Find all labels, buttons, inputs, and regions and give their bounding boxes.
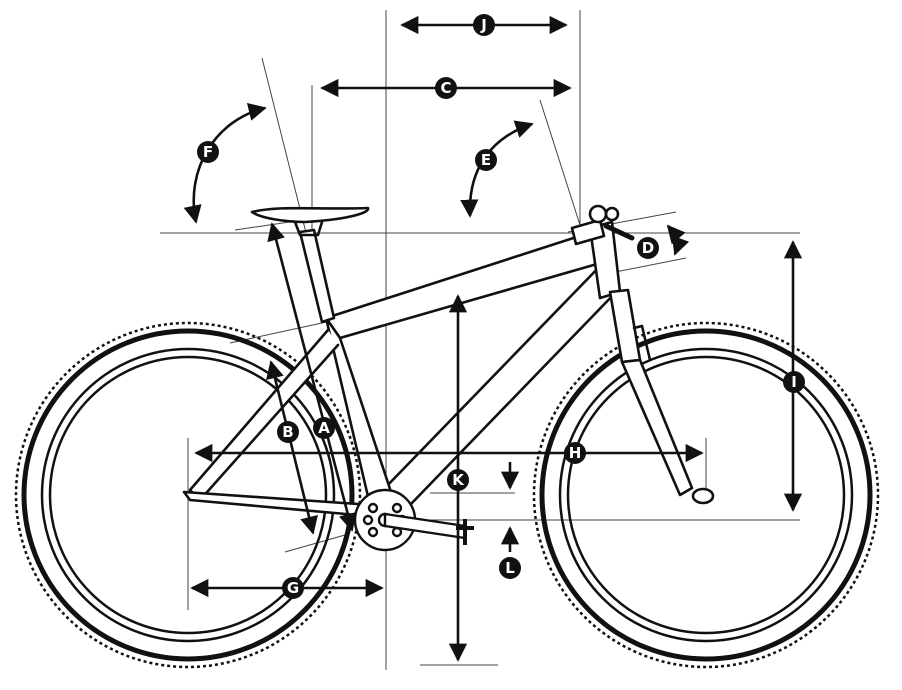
label-e: E [481, 151, 491, 169]
label-badge-k: K [447, 469, 469, 491]
arrow-b [266, 360, 318, 535]
dimension-labels: J C F E D I A B H K L G [197, 14, 805, 599]
label-badge-a: A [313, 417, 335, 439]
label-g: G [287, 579, 299, 597]
arrow-f [183, 102, 267, 224]
label-l: L [505, 559, 515, 577]
bicycle-frame [182, 204, 715, 518]
label-badge-i: I [783, 371, 805, 393]
arrow-e [460, 120, 534, 218]
label-d: D [642, 239, 654, 257]
label-j: J [480, 16, 487, 34]
crankset [353, 488, 474, 552]
label-badge-e: E [475, 149, 497, 171]
label-badge-j: J [473, 14, 495, 36]
label-a: A [318, 419, 330, 437]
guide-lines [160, 10, 800, 670]
label-badge-g: G [282, 577, 304, 599]
dimension-arrows [183, 15, 803, 662]
front-wheel [532, 321, 880, 669]
label-badge-l: L [499, 557, 521, 579]
label-badge-h: H [564, 442, 586, 464]
label-badge-f: F [197, 141, 219, 163]
label-i: I [791, 373, 797, 391]
label-b: B [282, 423, 293, 441]
label-badge-b: B [277, 421, 299, 443]
arrow-d [666, 224, 690, 256]
label-badge-c: C [435, 77, 457, 99]
label-f: F [203, 143, 213, 161]
label-h: H [569, 444, 582, 462]
label-c: C [440, 79, 451, 97]
label-badge-d: D [637, 237, 659, 259]
label-k: K [452, 471, 465, 489]
